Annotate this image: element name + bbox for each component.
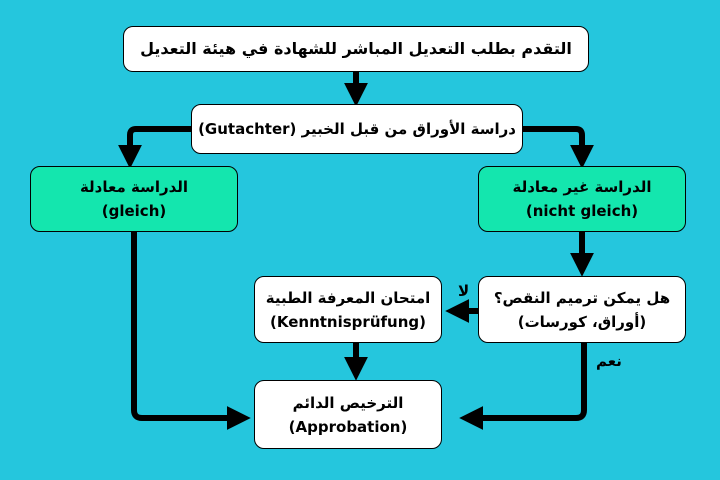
node-exam: امتحان المعرفة الطبية (Kenntnisprüfung) bbox=[254, 276, 442, 343]
node-study: دراسة الأوراق من قبل الخبير (Gutachter) bbox=[191, 104, 523, 154]
node-license-german: (Approbation) bbox=[288, 417, 408, 436]
node-apply-text: التقدم بطلب التعديل المباشر للشهادة في ه… bbox=[140, 39, 572, 59]
arrow-study-to-equivalent bbox=[118, 126, 192, 169]
arrow-equivalent-to-license bbox=[131, 232, 251, 430]
node-apply: التقدم بطلب التعديل المباشر للشهادة في ه… bbox=[123, 26, 589, 72]
arrow-remedy-to-license bbox=[459, 343, 587, 430]
edge-label-yes: نعم bbox=[596, 352, 622, 370]
node-remedy-title: هل يمكن ترميم النقص؟ bbox=[493, 288, 671, 307]
node-study-text: دراسة الأوراق من قبل الخبير (Gutachter) bbox=[198, 120, 516, 138]
node-equivalent: الدراسة معادلة (gleich) bbox=[30, 166, 238, 232]
arrow-study-to-not-equivalent bbox=[522, 126, 594, 169]
node-not-equivalent-german: (nicht gleich) bbox=[525, 202, 639, 220]
node-license-title: الترخيص الدائم bbox=[292, 393, 404, 412]
edge-label-no: لا bbox=[458, 282, 470, 300]
node-equivalent-german: (gleich) bbox=[101, 202, 167, 220]
node-not-equivalent: الدراسة غير معادلة (nicht gleich) bbox=[478, 166, 686, 232]
node-not-equivalent-title: الدراسة غير معادلة bbox=[512, 178, 652, 196]
node-remedy-hint: (أوراق، كورسات) bbox=[517, 312, 647, 331]
node-equivalent-title: الدراسة معادلة bbox=[79, 178, 189, 196]
node-license: الترخيص الدائم (Approbation) bbox=[254, 380, 442, 449]
node-exam-title: امتحان المعرفة الطبية bbox=[265, 288, 431, 307]
node-exam-german: (Kenntnisprüfung) bbox=[270, 312, 426, 331]
node-remedy: هل يمكن ترميم النقص؟ (أوراق، كورسات) bbox=[478, 276, 686, 343]
